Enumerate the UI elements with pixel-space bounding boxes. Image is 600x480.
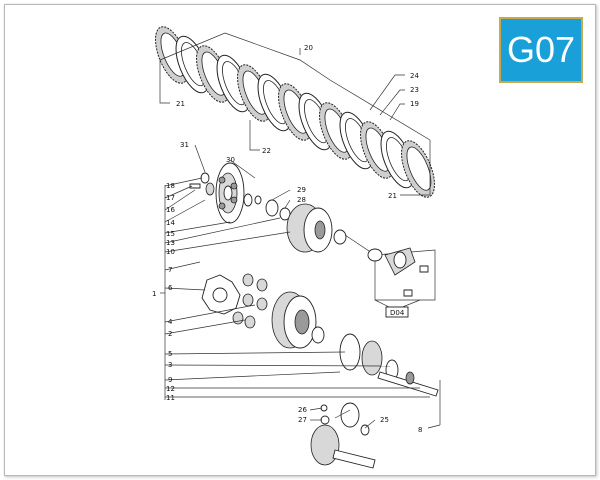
lower-gears [310, 402, 376, 469]
label-17: 17 [166, 194, 175, 202]
label-26: 26 [298, 406, 307, 414]
label-27: 27 [298, 416, 307, 424]
label-8: 8 [418, 426, 422, 434]
clutch-plates-stack [155, 26, 435, 198]
label-30: 30 [226, 156, 235, 164]
label-12: 12 [166, 385, 175, 393]
label-4: 4 [168, 318, 173, 326]
star-plate [201, 273, 268, 329]
section-code-badge: G07 [499, 17, 583, 83]
label-16: 16 [166, 206, 175, 214]
label-24: 24 [410, 72, 419, 80]
label-14: 14 [166, 219, 175, 227]
label-6: 6 [168, 284, 173, 292]
label-29: 29 [297, 186, 306, 194]
label-19: 19 [410, 100, 419, 108]
actuator-assembly [344, 234, 436, 318]
label-13: 13 [166, 239, 175, 247]
small-springs-and-screws [189, 172, 262, 207]
label-2: 2 [168, 330, 172, 338]
plates-bracket-lines [159, 32, 431, 196]
clutch-housing [271, 291, 325, 349]
label-d04: D04 [390, 309, 405, 317]
label-9: 9 [168, 376, 172, 384]
section-code-text: G07 [506, 29, 576, 70]
label-20: 20 [304, 44, 313, 52]
left-callout-bracket [160, 177, 441, 429]
label-15: 15 [166, 230, 175, 238]
label-21-right: 21 [388, 192, 397, 200]
label-23: 23 [410, 86, 419, 94]
label-21-left: 21 [176, 100, 185, 108]
label-7: 7 [168, 266, 172, 274]
label-10: 10 [166, 248, 175, 256]
label-5: 5 [168, 350, 172, 358]
label-28: 28 [297, 196, 306, 204]
clutch-inner-drum [265, 199, 347, 253]
label-3: 3 [168, 361, 172, 369]
leader-lines [194, 144, 376, 429]
part-labels: 20 24 23 19 21 21 22 31 30 29 28 18 17 1… [152, 44, 422, 434]
label-25: 25 [380, 416, 389, 424]
primary-gear-shaft [339, 333, 439, 397]
pressure-plate-assembly [215, 162, 245, 224]
label-11: 11 [166, 394, 175, 402]
clutch-plate-bore [406, 146, 432, 191]
label-22: 22 [262, 147, 271, 155]
label-18: 18 [166, 182, 175, 190]
label-31: 31 [180, 141, 189, 149]
label-1: 1 [152, 290, 156, 298]
